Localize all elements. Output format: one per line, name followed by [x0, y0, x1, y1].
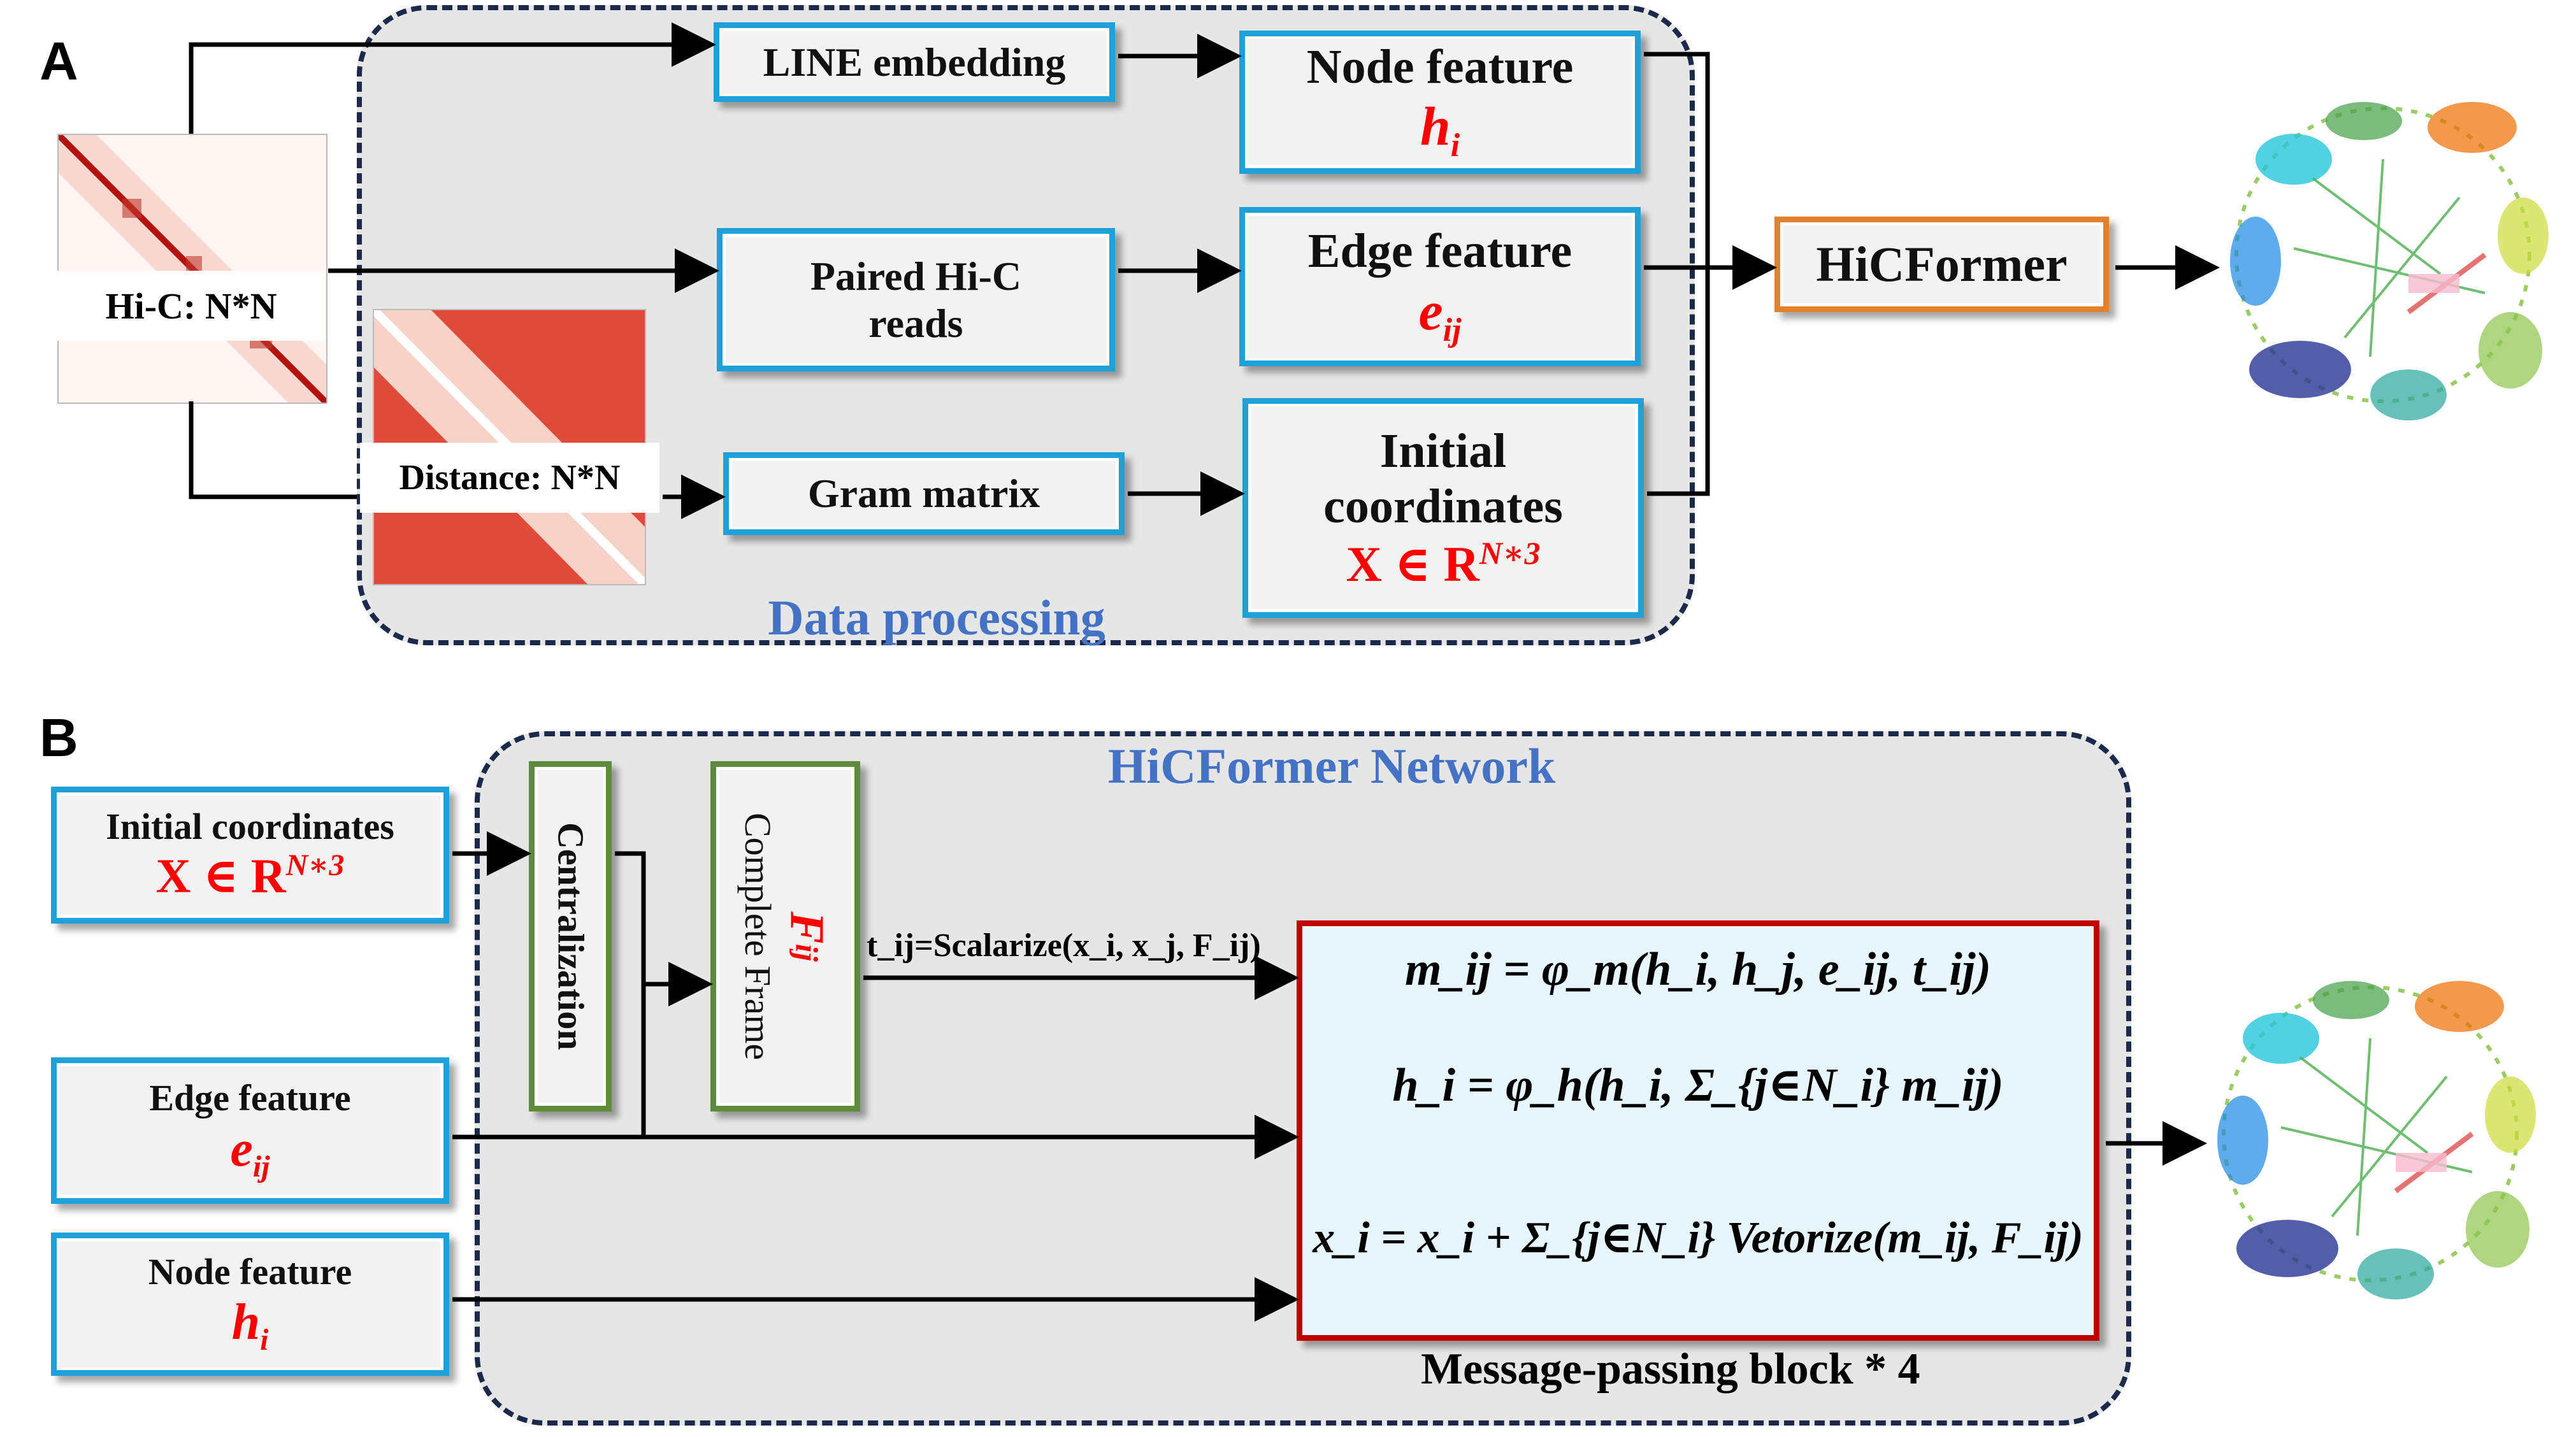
initial-coords-sup-a: N∗3 [1479, 534, 1541, 571]
node-feature-box-b: Node feature hi [51, 1233, 449, 1376]
initial-coords-line1-a: Initial [1379, 424, 1507, 478]
node-feature-title-b: Node feature [148, 1250, 352, 1292]
gram-matrix-label: Gram matrix [807, 471, 1040, 517]
edge-feature-title-a: Edge feature [1307, 224, 1572, 278]
hicformer-label: HiCFormer [1816, 236, 2068, 292]
initial-coords-title-b: Initial coordinates [106, 805, 394, 847]
panel-label-a: A [40, 31, 78, 91]
initial-coords-math-a: X ∈ RN∗3 [1346, 535, 1540, 593]
paired-reads-line1: Paired Hi-C [810, 253, 1022, 299]
scalarize-label: t_ij=Scalarize(x_i, x_j, F_ij) [867, 927, 1261, 964]
edge-feature-symbol-a: eij [1418, 280, 1461, 350]
panel-label-b: B [40, 708, 78, 768]
initial-coords-box-a: Initial coordinates X ∈ RN∗3 [1242, 398, 1644, 618]
hic-label: Hi-C: N*N [57, 271, 325, 341]
initial-coords-math-b: X ∈ RN∗3 [156, 848, 345, 904]
structure-output-a [2217, 83, 2549, 427]
node-feature-title-a: Node feature [1306, 39, 1574, 94]
centralization-box: Centralization [529, 761, 612, 1112]
initial-coords-box-b: Initial coordinates X ∈ RN∗3 [51, 787, 449, 924]
structure-output-b [2205, 962, 2536, 1306]
message-passing-box [1297, 920, 2099, 1341]
node-feature-symbol-b: hi [232, 1293, 269, 1357]
edge-feature-letter-a: e [1418, 280, 1443, 341]
data-processing-label: Data processing [768, 590, 1105, 645]
paired-reads-line2: reads [868, 300, 963, 346]
equation-coordinate-update: x_i = x_i + Σ_{j∈N_i} Vetorize(m_ij, F_i… [1313, 1213, 2083, 1262]
node-feature-subscript-b: i [260, 1323, 269, 1357]
edge-feature-subscript-a: ij [1443, 311, 1462, 348]
centralization-label: Centralization [550, 822, 592, 1050]
message-passing-label: Message-passing block * 4 [1421, 1345, 1920, 1394]
edge-feature-box-a: Edge feature eij [1239, 207, 1641, 366]
complete-frame-box: Complete Frame Fij [710, 761, 860, 1112]
complete-frame-label: Complete Frame [737, 812, 779, 1061]
edge-feature-title-b: Edge feature [149, 1077, 351, 1119]
paired-reads-box: Paired Hi-C reads [717, 228, 1115, 371]
node-feature-box-a: Node feature hi [1239, 31, 1641, 174]
edge-feature-subscript-b: ij [252, 1149, 270, 1183]
edge-feature-symbol-b: eij [230, 1120, 270, 1184]
structure-graphic-b [2217, 981, 2536, 1299]
structure-graphic-a [2230, 102, 2549, 420]
initial-coords-expr-b: X ∈ R [155, 849, 286, 903]
edge-feature-letter-b: e [230, 1120, 253, 1177]
initial-coords-sup-b: N∗3 [285, 848, 345, 883]
initial-coords-line2-a: coordinates [1323, 480, 1563, 534]
equation-node-update: h_i = φ_h(h_i, Σ_{j∈N_i} m_ij) [1392, 1059, 2004, 1112]
initial-coords-expr-a: X ∈ R [1346, 536, 1479, 592]
distance-label: Distance: N*N [360, 443, 659, 513]
gram-matrix-box: Gram matrix [723, 452, 1125, 535]
line-embedding-label: LINE embedding [763, 39, 1066, 85]
line-embedding-box: LINE embedding [714, 22, 1115, 102]
node-feature-symbol-a: hi [1420, 95, 1460, 165]
edge-feature-box-b: Edge feature eij [51, 1057, 449, 1204]
node-feature-subscript-a: i [1450, 127, 1460, 164]
node-feature-letter-b: h [231, 1294, 261, 1351]
hicformer-network-label: HiCFormer Network [1107, 738, 1556, 794]
hicformer-box: HiCFormer [1774, 217, 2109, 312]
frame-symbol: Fij [779, 912, 834, 962]
node-feature-letter-a: h [1420, 96, 1451, 157]
equation-message: m_ij = φ_m(h_i, h_j, e_ij, t_ij) [1404, 943, 1992, 996]
frame-letter: F [780, 911, 834, 944]
frame-subscript: ij [789, 943, 825, 962]
